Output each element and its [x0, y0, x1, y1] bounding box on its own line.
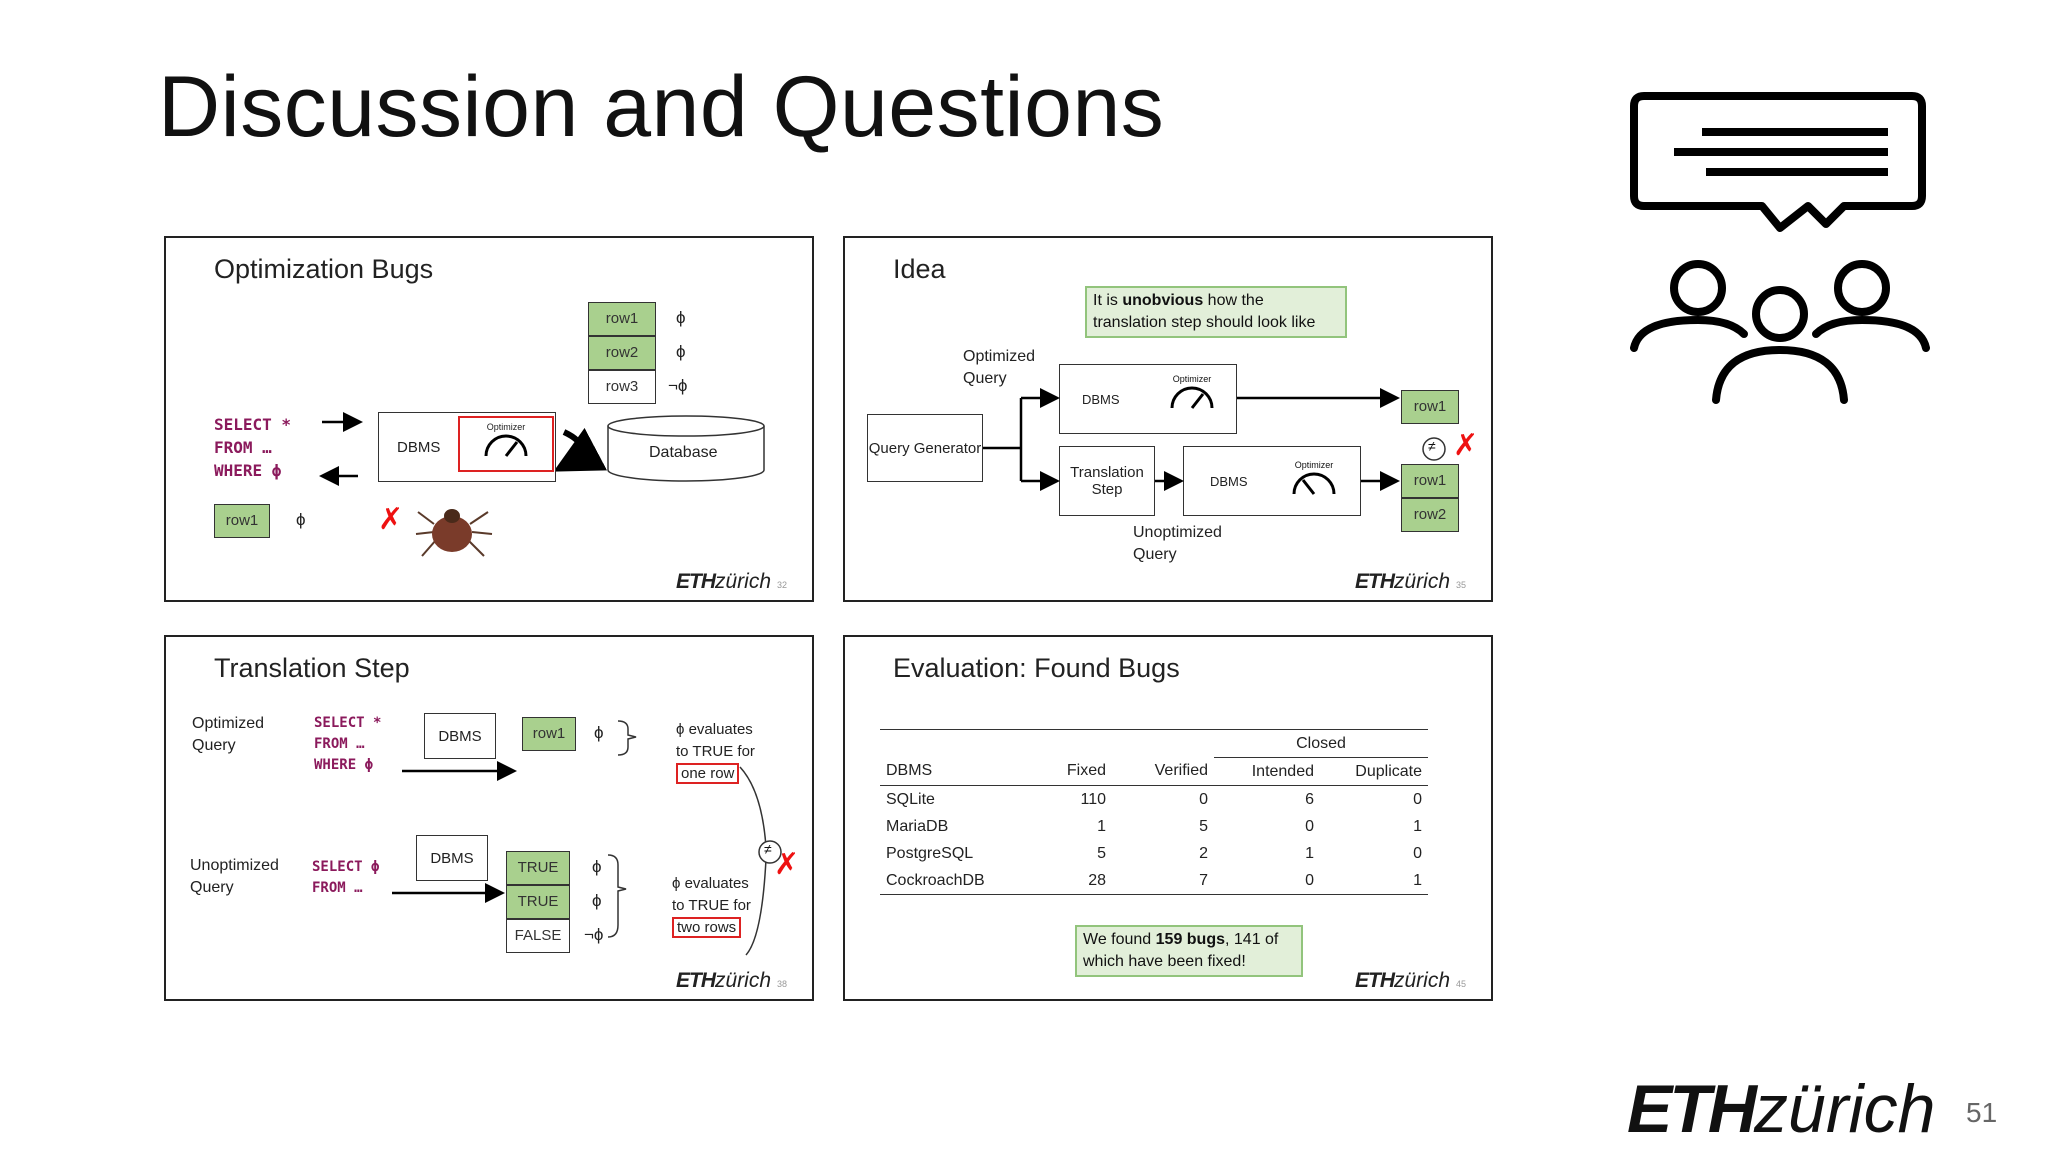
optimizer-label: Optimizer: [1157, 374, 1227, 412]
result-row: row1: [214, 504, 270, 538]
column-header: DBMS: [886, 762, 933, 780]
row-cell: row3: [588, 370, 656, 404]
phi-label: ¬ϕ: [584, 925, 604, 944]
truth-cell: TRUE: [506, 851, 570, 885]
slide-thumbnail-idea: Idea It is unobvious how the translation…: [843, 236, 1493, 602]
column-header: Verified: [1154, 762, 1208, 780]
row-cell: row1: [1401, 464, 1459, 498]
table-group-header: Closed: [1214, 729, 1428, 758]
slide-thumbnail-translation-step: Translation Step Optimized Query Unoptim…: [164, 635, 814, 1001]
sql-query: SELECT * FROM … WHERE ϕ: [314, 715, 382, 773]
red-x-icon: ✗: [378, 503, 404, 536]
table-row: MariaDB 1 5 0 1: [886, 817, 1422, 835]
dbms-box: DBMS: [424, 713, 496, 759]
dbms-box: DBMS: [416, 835, 488, 881]
red-x-icon: ✗: [774, 848, 800, 881]
row-cell: row2: [588, 336, 656, 370]
page-number: 51: [1966, 1097, 1998, 1128]
row-cell: row1: [522, 717, 576, 751]
phi-label: ϕ: [592, 891, 602, 910]
table-row: PostgreSQL 5 2 1 0: [886, 844, 1422, 862]
database-icon: [607, 415, 765, 482]
people-group-icon: [1630, 260, 1930, 404]
row-cell: row1: [1401, 390, 1459, 424]
column-header: Duplicate: [1355, 762, 1422, 780]
slide-thumbnail-optimization-bugs: Optimization Bugs SELECT * FROM … WHERE …: [164, 236, 814, 602]
column-header: Fixed: [1066, 762, 1106, 780]
dbms-box: DBMS: [1183, 446, 1361, 516]
sql-query: SELECT ϕ FROM …: [312, 859, 380, 896]
optimizer-label: Optimizer: [1279, 460, 1349, 498]
row-cell: row2: [1401, 498, 1459, 532]
arrows: [983, 388, 1446, 491]
optimizer-gauge-icon: [1292, 472, 1336, 495]
neq-symbol: ≠: [764, 841, 772, 857]
discussion-icon: [1630, 92, 1930, 404]
optimized-query-label: Optimized Query: [963, 348, 1036, 387]
bugs-table: Closed DBMS Fixed Verified Intended Dupl…: [880, 729, 1428, 895]
evaluation-note: ϕ evaluates to TRUE for one row: [676, 721, 755, 784]
dbms-box: DBMS: [1059, 364, 1237, 434]
unoptimized-query-label: Unoptimized Query: [190, 857, 279, 896]
sql-query: SELECT * FROM … WHERE ϕ: [214, 415, 292, 480]
note-box: We found 159 bugs, 141 of which have bee…: [1075, 925, 1303, 977]
phi-label: ϕ: [676, 308, 686, 327]
translation-step-box: Translation Step: [1059, 446, 1155, 516]
phi-label: ¬ϕ: [668, 376, 688, 395]
optimized-query-label: Optimized Query: [192, 715, 265, 754]
phi-label: ϕ: [592, 857, 602, 876]
truth-cell: FALSE: [506, 919, 570, 953]
note-box: It is unobvious how the translation step…: [1085, 286, 1347, 338]
evaluation-note: ϕ evaluates to TRUE for two rows: [672, 875, 751, 938]
phi-label: ϕ: [296, 510, 306, 529]
optimizer-gauge-icon: [484, 434, 528, 457]
unoptimized-query-label: Unoptimized Query: [1133, 524, 1222, 563]
slide-title: Optimization Bugs: [214, 254, 434, 284]
table-header-row: Closed: [880, 729, 1428, 758]
truth-cell: TRUE: [506, 885, 570, 919]
red-x-icon: ✗: [1453, 429, 1479, 462]
slide-thumbnail-evaluation: Evaluation: Found Bugs Closed DBMS Fixed…: [843, 635, 1493, 1001]
table-header-row: DBMS Fixed Verified Intended Duplicate: [880, 758, 1428, 786]
optimizer-box: Optimizer: [458, 416, 554, 472]
row-cell: row1: [588, 302, 656, 336]
arrows: [392, 720, 782, 956]
slide-title: Evaluation: Found Bugs: [893, 653, 1180, 683]
phi-label: ϕ: [594, 723, 604, 742]
arrows: [319, 412, 608, 486]
database-label: Database: [649, 444, 718, 461]
bug-icon: [415, 509, 493, 557]
chat-bubble-icon: [1630, 92, 1926, 232]
phi-label: ϕ: [676, 342, 686, 361]
eth-zurich-logo: ETHzürich: [1627, 1071, 1936, 1147]
slide-title: Translation Step: [214, 653, 410, 683]
column-header: Intended: [1251, 762, 1314, 780]
table-row: CockroachDB 28 7 0 1: [880, 867, 1428, 895]
slide-title: Idea: [893, 254, 946, 284]
optimizer-gauge-icon: [1170, 386, 1214, 409]
page-title: Discussion and Questions: [158, 59, 1165, 155]
neq-symbol: ≠: [1428, 438, 1436, 454]
query-generator-box: Query Generator: [867, 414, 983, 482]
table-row: SQLite 110 0 6 0: [886, 790, 1422, 808]
